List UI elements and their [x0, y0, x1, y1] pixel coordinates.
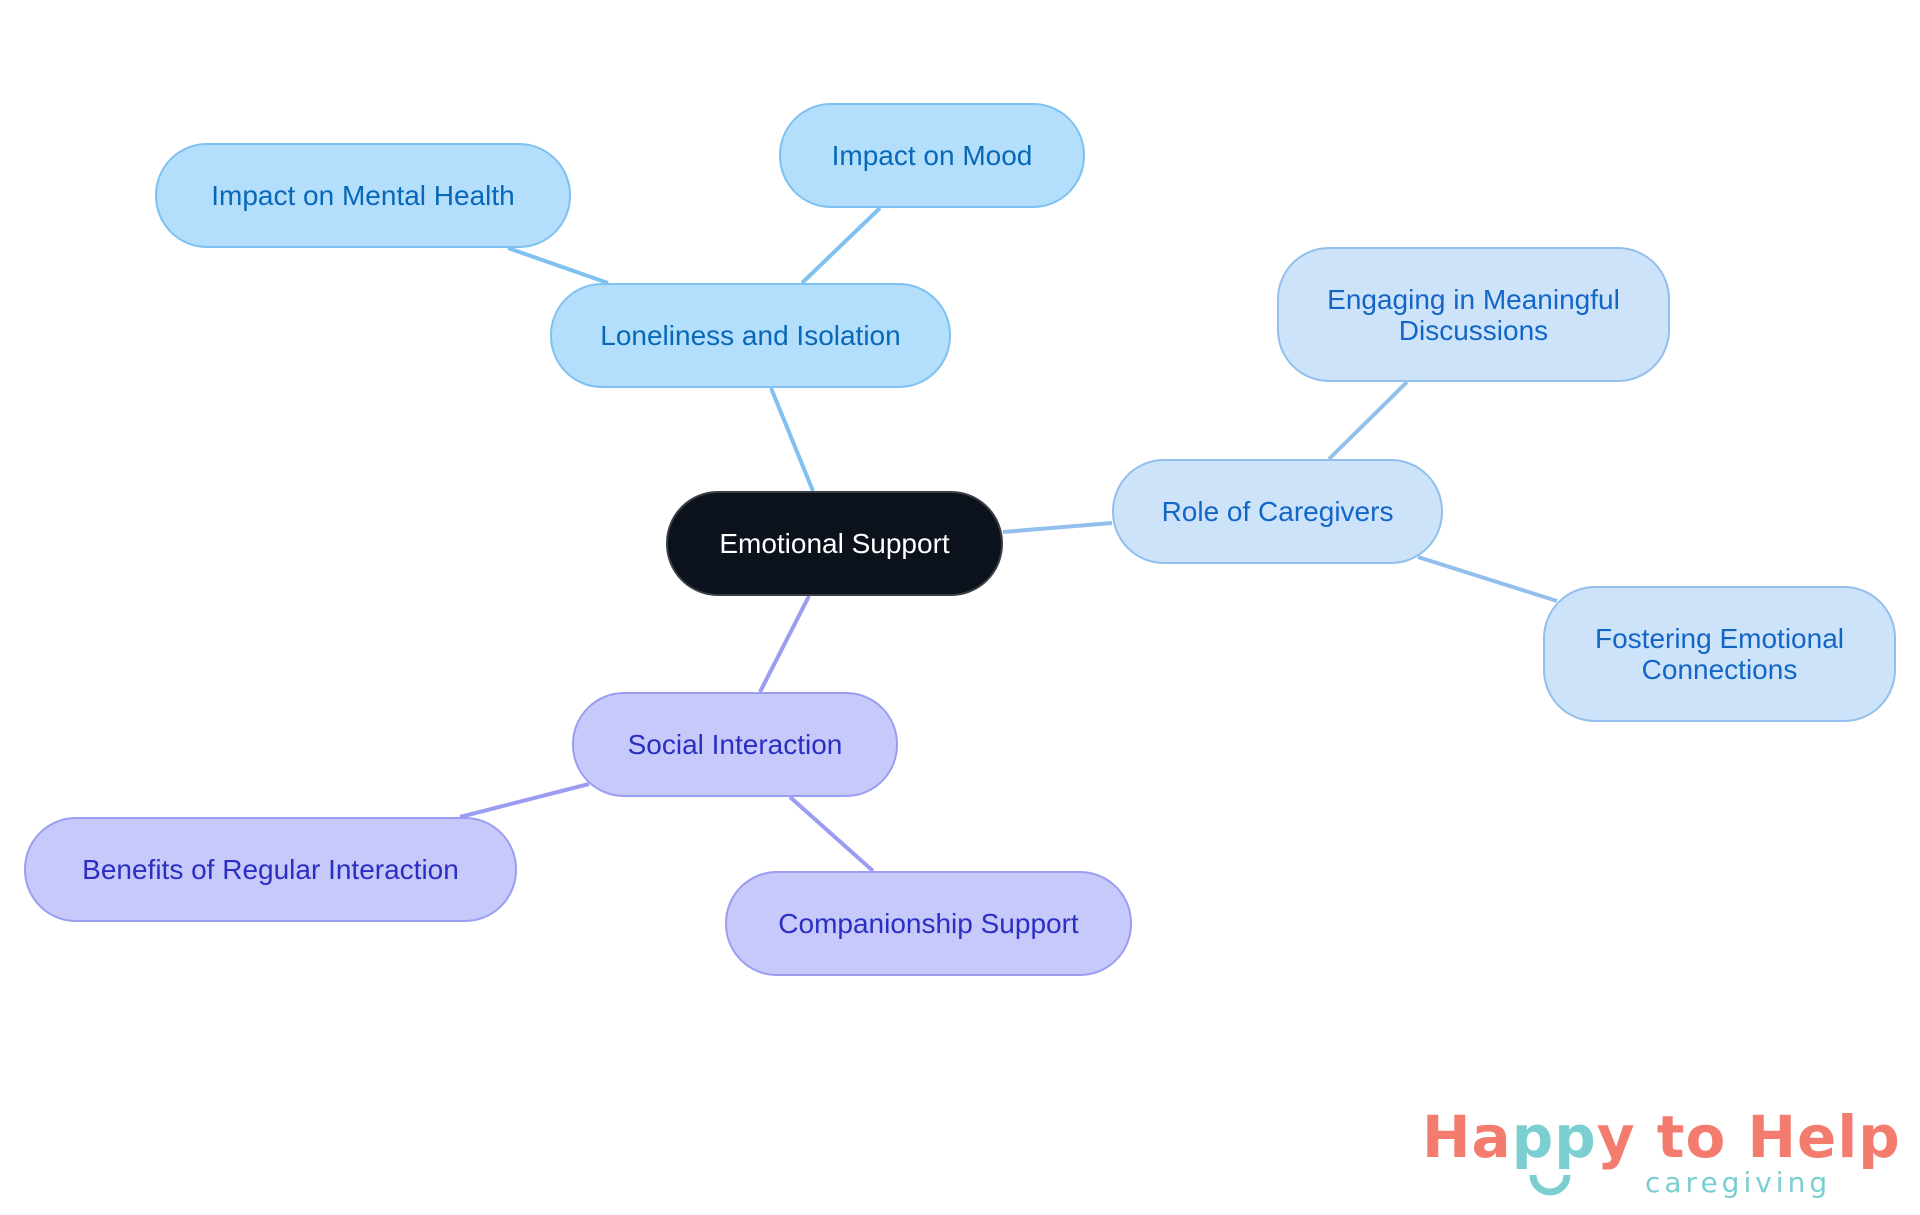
- edge-caregivers-engaging: [1327, 380, 1409, 461]
- node-label-line1: Engaging in Meaningful: [1327, 283, 1620, 315]
- edge-social-companionship: [788, 795, 875, 873]
- node-emotional-support[interactable]: Emotional Support: [666, 491, 1003, 596]
- node-impact-on-mood[interactable]: Impact on Mood: [779, 103, 1085, 208]
- logo-wordmark: Happy to Help: [1422, 1104, 1901, 1170]
- node-label: Loneliness and Isolation: [600, 320, 901, 351]
- node-label: Role of Caregivers: [1161, 496, 1394, 527]
- node-label-line2: Connections: [1641, 654, 1798, 685]
- node-engaging-in-meaningful-discussions[interactable]: Engaging in Meaningful Discussions: [1277, 247, 1670, 382]
- logo-text-ha: Ha: [1422, 1103, 1512, 1171]
- edge-loneliness-mental-health: [507, 246, 609, 285]
- node-role-of-caregivers[interactable]: Role of Caregivers: [1112, 459, 1443, 564]
- node-fostering-emotional-connections[interactable]: Fostering Emotional Connections: [1543, 586, 1896, 722]
- node-benefits-of-regular-interaction[interactable]: Benefits of Regular Interaction: [24, 817, 517, 922]
- node-label: Impact on Mental Health: [211, 180, 515, 211]
- edge-root-loneliness: [769, 387, 815, 492]
- logo-subtitle: caregiving: [1645, 1166, 1832, 1199]
- smile-icon: [1529, 1174, 1571, 1196]
- node-label: Benefits of Regular Interaction: [82, 854, 459, 885]
- node-label: Emotional Support: [719, 528, 950, 559]
- node-label-line1: Fostering Emotional: [1594, 623, 1844, 654]
- node-label: Companionship Support: [778, 908, 1079, 939]
- edge-caregivers-fostering: [1417, 555, 1558, 603]
- node-label-line2: Discussions: [1398, 314, 1549, 346]
- node-impact-on-mental-health[interactable]: Impact on Mental Health: [155, 143, 571, 248]
- edge-social-benefits: [459, 782, 590, 819]
- edge-loneliness-mood: [800, 206, 882, 285]
- node-loneliness-and-isolation[interactable]: Loneliness and Isolation: [550, 283, 951, 388]
- edge-root-caregivers: [1002, 521, 1113, 534]
- edge-root-social: [758, 595, 811, 693]
- node-label: Impact on Mood: [831, 140, 1033, 171]
- brand-logo: Happy to Help caregiving: [1422, 1104, 1900, 1204]
- logo-text-pp: pp: [1511, 1103, 1597, 1171]
- node-companionship-support[interactable]: Companionship Support: [725, 871, 1132, 976]
- logo-text-rest: y to Help: [1596, 1103, 1901, 1171]
- node-label: Social Interaction: [627, 729, 843, 760]
- node-social-interaction[interactable]: Social Interaction: [572, 692, 898, 797]
